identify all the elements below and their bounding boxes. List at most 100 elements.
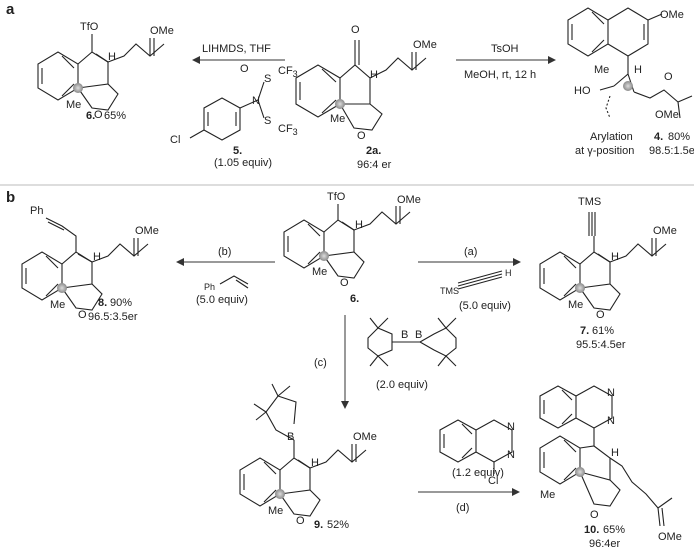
p10-me: Me bbox=[540, 489, 555, 501]
tms-acetylene-structure: TMS H bbox=[440, 268, 512, 296]
p6a-tfo: TfO bbox=[80, 21, 99, 33]
p10-n1: N bbox=[607, 387, 615, 399]
left-reagent: LIHMDS, THF bbox=[202, 43, 271, 55]
q-n2: N bbox=[507, 449, 515, 461]
compound-7-er: 95.5:4.5er bbox=[576, 339, 626, 351]
p7-tms: TMS bbox=[578, 196, 601, 208]
p8-me: Me bbox=[50, 299, 65, 311]
b2pin2-b1: B bbox=[401, 329, 408, 341]
q-cl: Cl bbox=[488, 475, 498, 487]
alkyne-equiv: (5.0 equiv) bbox=[459, 300, 511, 312]
compound-4-structure: OMe Me HO H O OMe bbox=[567, 7, 693, 121]
svg-text:CF3: CF3 bbox=[278, 65, 298, 79]
b2pin2-equiv: (2.0 equiv) bbox=[376, 379, 428, 391]
compound-9-structure: B H OMe Me O bbox=[239, 383, 377, 527]
svg-text:6.: 6. bbox=[86, 110, 95, 122]
compound-10-er: 96:4er bbox=[589, 538, 621, 550]
p6a-h: H bbox=[108, 51, 116, 63]
p6b-h: H bbox=[355, 219, 363, 231]
p8-h: H bbox=[93, 251, 101, 263]
p7-ome: OMe bbox=[653, 225, 677, 237]
label-d: (d) bbox=[456, 502, 469, 514]
cl-atom: Cl bbox=[170, 134, 180, 146]
p4-me: Me bbox=[594, 64, 609, 76]
compound-2a-er: 96:4 er bbox=[357, 159, 392, 171]
compound-6b-structure: TfO H OMe Me O bbox=[283, 191, 421, 289]
b2pin2-structure: B B bbox=[367, 317, 457, 367]
p4-o: O bbox=[664, 71, 673, 83]
n-atom: N bbox=[252, 95, 260, 107]
styrene-ph: Ph bbox=[204, 282, 215, 292]
quinazoline-equiv: (1.2 equiv) bbox=[452, 467, 504, 479]
compound-6a-yield: 65% bbox=[104, 110, 126, 122]
p10-ome: OMe bbox=[658, 531, 682, 543]
p4-note-2: at γ-position bbox=[575, 145, 634, 157]
alkyne-tms: TMS bbox=[440, 286, 459, 296]
compound-10-structure: N N H Me O OMe bbox=[539, 385, 682, 543]
compound-6b-id: 6. bbox=[350, 293, 359, 305]
styrene-structure: Ph bbox=[204, 275, 249, 292]
p9-h: H bbox=[311, 457, 319, 469]
p7-o: O bbox=[596, 309, 605, 321]
right-reagent: TsOH bbox=[491, 43, 519, 55]
panel-b-label: b bbox=[6, 189, 15, 206]
sm-ome: OMe bbox=[413, 39, 437, 51]
reagent-5-id: 5. bbox=[233, 145, 242, 157]
p7-me: Me bbox=[568, 299, 583, 311]
styrene-equiv: (5.0 equiv) bbox=[196, 294, 248, 306]
compound-2a-id: 2a. bbox=[366, 145, 381, 157]
o-atom: O bbox=[240, 63, 249, 75]
p4-h: H bbox=[634, 64, 642, 76]
compound-6a-id: 6. bbox=[86, 110, 95, 122]
p6b-o: O bbox=[340, 277, 349, 289]
sm-ring-o: O bbox=[357, 130, 366, 142]
compound-7-structure: TMS H OMe Me O bbox=[539, 196, 677, 321]
compound-4-er: 98.5:1.5er bbox=[649, 145, 694, 157]
p6b-me: Me bbox=[312, 266, 327, 278]
s2-atom: S bbox=[264, 115, 271, 127]
p7-h: H bbox=[611, 251, 619, 263]
p6b-tfo: TfO bbox=[327, 191, 346, 203]
p9-o: O bbox=[296, 515, 305, 527]
panel-a-label: a bbox=[6, 1, 15, 18]
p4-ho: HO bbox=[574, 85, 591, 97]
compound-6-structure: TfO H OMe Me O bbox=[37, 21, 174, 121]
compound-8-er: 96.5:3.5er bbox=[88, 311, 138, 323]
p4-ome-ring: OMe bbox=[660, 9, 684, 21]
b2pin2-b2: B bbox=[415, 329, 422, 341]
compound-4-yield: 80% bbox=[668, 131, 690, 143]
sm-h: H bbox=[370, 69, 378, 81]
p8-ome: OMe bbox=[135, 225, 159, 237]
compound-10-id: 10. bbox=[584, 524, 599, 536]
s1-atom: S bbox=[264, 73, 271, 85]
compound-8-structure: Ph H OMe Me O bbox=[21, 205, 159, 321]
ketone-o: O bbox=[351, 24, 360, 36]
compound-7-id: 7. bbox=[580, 325, 589, 337]
p8-o: O bbox=[78, 309, 87, 321]
compound-8-yield: 90% bbox=[110, 297, 132, 309]
compound-10-yield: 65% bbox=[603, 524, 625, 536]
alkyne-h: H bbox=[505, 268, 512, 278]
label-b: (b) bbox=[218, 246, 231, 258]
compound-7-yield: 61% bbox=[592, 325, 614, 337]
right-conditions: MeOH, rt, 12 h bbox=[464, 69, 536, 81]
p8-ph: Ph bbox=[30, 205, 43, 217]
svg-text:CF3: CF3 bbox=[278, 123, 298, 137]
p6a-me: Me bbox=[66, 99, 81, 111]
p9-b: B bbox=[287, 431, 294, 443]
p6a-o: O bbox=[94, 109, 103, 121]
chloroquinazoline-structure: N N Cl bbox=[439, 419, 515, 487]
p10-o: O bbox=[590, 509, 599, 521]
p6b-ome: OMe bbox=[397, 194, 421, 206]
p10-n2: N bbox=[607, 415, 615, 427]
p6a-ome: OMe bbox=[150, 25, 174, 37]
comins-reagent-structure: N S S CF3 CF3 O Cl bbox=[170, 63, 298, 146]
q-n1: N bbox=[507, 421, 515, 433]
label-c: (c) bbox=[314, 357, 327, 369]
sm-me: Me bbox=[330, 113, 345, 125]
p9-me: Me bbox=[268, 505, 283, 517]
p4-ome: OMe bbox=[655, 109, 679, 121]
p4-note-1: Arylation bbox=[590, 131, 633, 143]
compound-4-id: 4. bbox=[654, 131, 663, 143]
